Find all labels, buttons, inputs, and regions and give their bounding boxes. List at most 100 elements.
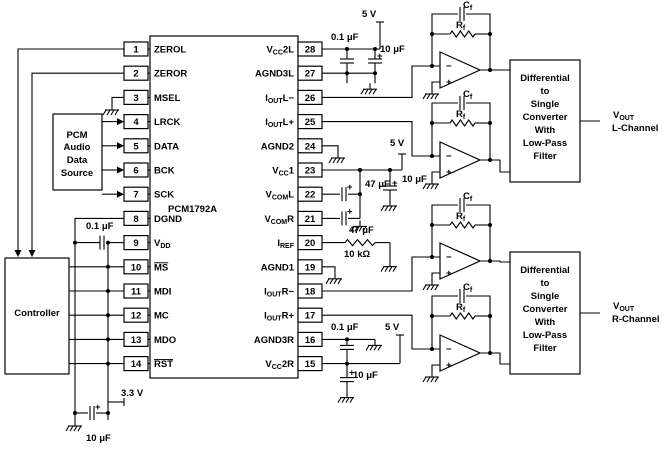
ground-symbol bbox=[365, 339, 382, 351]
ground-symbol bbox=[422, 88, 439, 100]
wire bbox=[431, 272, 440, 279]
junction-dot bbox=[430, 347, 434, 351]
ground-symbol bbox=[360, 83, 377, 95]
pin-label: IREF bbox=[277, 238, 294, 250]
junction-dot bbox=[430, 255, 434, 259]
svg-text:With: With bbox=[535, 317, 556, 328]
v5-mid-label: 5 V bbox=[390, 138, 405, 149]
wire bbox=[322, 65, 440, 98]
res-10k-label: 10 kΩ bbox=[344, 249, 370, 260]
svg-text:Filter: Filter bbox=[533, 151, 557, 162]
opamp-triangle bbox=[439, 51, 482, 89]
svg-text:25: 25 bbox=[305, 117, 316, 128]
svg-text:VOUT: VOUT bbox=[613, 301, 635, 313]
pin-label: MSEL bbox=[154, 93, 181, 104]
junction-dot bbox=[373, 71, 377, 76]
svg-text:17: 17 bbox=[305, 311, 316, 322]
svg-text:R-Channel: R-Channel bbox=[612, 314, 660, 325]
svg-text:7: 7 bbox=[133, 190, 138, 201]
opamp-triangle bbox=[439, 242, 482, 280]
pin-label: ZEROL bbox=[154, 45, 186, 56]
svg-text:Audio: Audio bbox=[64, 142, 91, 153]
svg-text:15: 15 bbox=[305, 359, 316, 370]
svg-text:13: 13 bbox=[131, 335, 142, 346]
wire bbox=[31, 72, 124, 250]
svg-text:Filter: Filter bbox=[533, 343, 557, 354]
capacitor bbox=[459, 96, 465, 110]
opamp-minus: − bbox=[446, 151, 452, 162]
svg-text:8: 8 bbox=[133, 214, 138, 225]
pin-label: VDD bbox=[154, 238, 170, 250]
capacitor bbox=[89, 406, 95, 420]
resistor bbox=[449, 119, 476, 127]
wire bbox=[431, 171, 440, 178]
v5-top-label: 5 V bbox=[362, 9, 377, 20]
cap-01-bot-label: 0.1 μF bbox=[331, 322, 359, 333]
capacitor bbox=[340, 344, 354, 350]
pin-label: AGND2 bbox=[261, 141, 294, 152]
junction-dot bbox=[488, 314, 492, 318]
pin-label: IOUTL+ bbox=[265, 117, 294, 129]
junction-dot bbox=[345, 71, 349, 76]
svg-text:14: 14 bbox=[131, 359, 142, 370]
resistor bbox=[344, 238, 376, 247]
opamp-plus: + bbox=[446, 77, 452, 88]
svg-text:26: 26 bbox=[305, 93, 316, 104]
ground-symbol bbox=[422, 178, 439, 190]
wire bbox=[322, 256, 440, 292]
wire bbox=[431, 364, 440, 371]
svg-text:11: 11 bbox=[131, 287, 142, 298]
svg-text:2: 2 bbox=[133, 69, 138, 80]
junction-dot bbox=[430, 154, 434, 158]
svg-text:to: to bbox=[541, 278, 550, 289]
svg-text:28: 28 bbox=[305, 45, 316, 56]
cap-01-vdd-label: 0.1 μF bbox=[86, 221, 114, 232]
pin-label: IOUTR− bbox=[264, 287, 294, 299]
junction-dot bbox=[430, 32, 434, 36]
controller-block: Controller bbox=[4, 257, 70, 375]
svg-text:PCM: PCM bbox=[66, 130, 87, 141]
junction-dot bbox=[106, 337, 110, 342]
svg-text:5: 5 bbox=[133, 141, 139, 152]
diff-converter-bottom: Differential to Single Converter With Lo… bbox=[509, 251, 581, 375]
pin-label: AGND3R bbox=[254, 335, 294, 346]
svg-text:9: 9 bbox=[133, 238, 138, 249]
opamp-triangle bbox=[439, 141, 482, 179]
pin-label: VCC2L bbox=[266, 45, 294, 57]
junction-dot bbox=[106, 313, 110, 318]
wire bbox=[322, 145, 339, 152]
polarity-plus: + bbox=[349, 368, 355, 379]
opamp-plus: + bbox=[446, 268, 452, 279]
arrow-head bbox=[117, 190, 124, 198]
ground-symbol bbox=[350, 220, 367, 232]
svg-text:21: 21 bbox=[305, 214, 316, 225]
junction-dot bbox=[106, 361, 110, 366]
svg-text:Converter: Converter bbox=[523, 304, 568, 315]
wire bbox=[322, 314, 440, 350]
opamp-minus: − bbox=[446, 252, 452, 263]
pin-label: IOUTR+ bbox=[264, 311, 294, 323]
svg-text:16: 16 bbox=[305, 335, 316, 346]
svg-text:VOUT: VOUT bbox=[613, 110, 635, 122]
wire bbox=[431, 81, 440, 88]
cf-label: Cf bbox=[463, 191, 473, 203]
opamp-minus: − bbox=[446, 61, 452, 72]
junction-dot bbox=[106, 411, 110, 415]
junction-dot bbox=[488, 223, 492, 227]
cap-10-mid-label: 10 μF bbox=[402, 174, 427, 185]
arrow-head bbox=[28, 250, 36, 257]
wire bbox=[111, 96, 124, 104]
svg-text:22: 22 bbox=[305, 190, 316, 201]
pin-label: VCOML bbox=[266, 190, 295, 202]
polarity-plus: + bbox=[377, 51, 383, 62]
rf-label: Rf bbox=[456, 302, 466, 314]
junction-dot bbox=[106, 264, 110, 269]
svg-text:Data: Data bbox=[67, 155, 88, 166]
